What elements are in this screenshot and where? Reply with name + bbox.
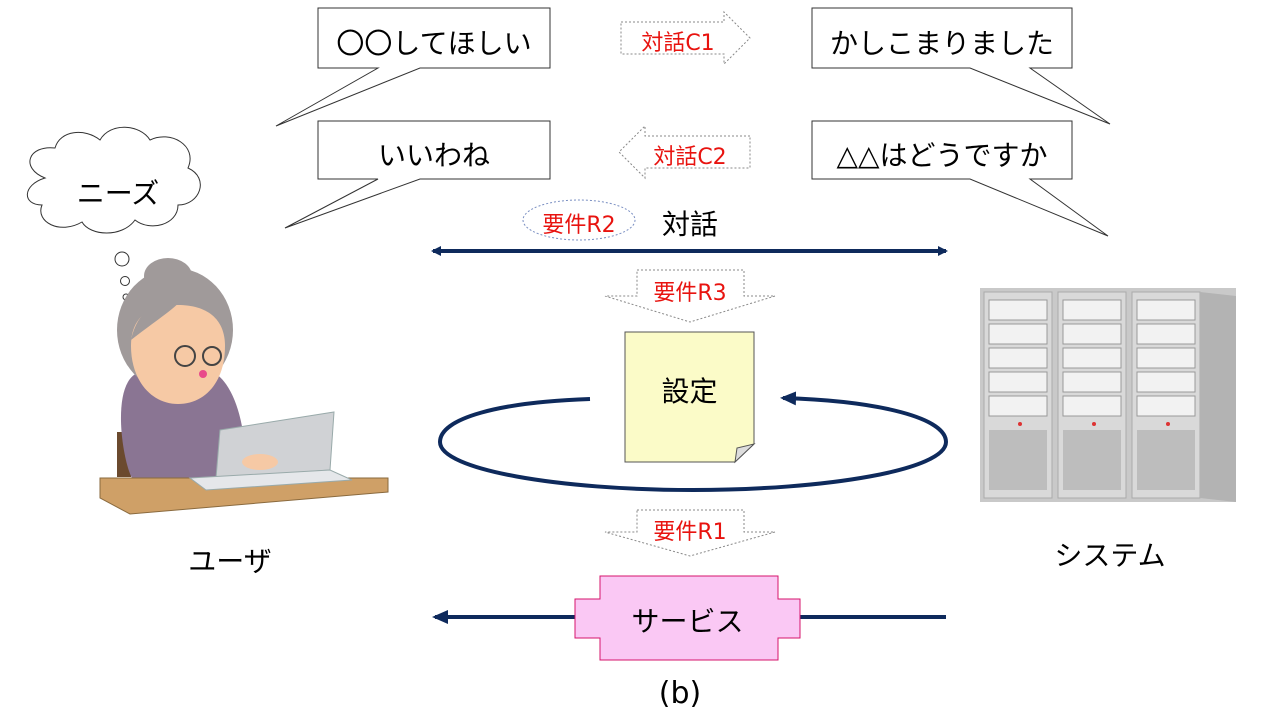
thought-cloud	[26, 126, 201, 234]
req-r2-label: 要件R2	[542, 213, 616, 238]
thought-dot-large	[114, 251, 130, 267]
service-label: サービス	[631, 605, 744, 638]
dialog-c1-label: 対話C1	[641, 31, 715, 56]
cycle-loop-arrow	[437, 391, 949, 493]
figure-caption: (b)	[658, 676, 702, 711]
arrow-req-r1	[604, 509, 776, 557]
arrow-req-r3	[604, 269, 776, 323]
user-illustration	[99, 258, 389, 515]
bubble-system-ack	[811, 7, 1111, 125]
dialog-c2-label: 対話C2	[653, 145, 727, 170]
bubble-system-propose	[811, 120, 1109, 237]
dialog-label: 対話	[661, 208, 718, 241]
user-label: ユーザ	[188, 545, 272, 578]
req-r2-ellipse	[522, 199, 636, 241]
server-rack-illustration	[980, 288, 1236, 502]
thought-dot-medium	[120, 276, 130, 286]
arrow-dialog-c1	[620, 10, 751, 66]
bubble-user-request	[275, 7, 551, 127]
bubble-system-propose-text: △△はどうですか	[836, 139, 1048, 172]
req-r3-label: 要件R3	[653, 281, 727, 306]
bubble-user-request-text: 〇〇してほしい	[336, 27, 532, 60]
service-box	[574, 575, 801, 661]
needs-label: ニーズ	[76, 177, 160, 210]
bubble-user-approve	[284, 120, 551, 229]
system-label: システム	[1054, 539, 1166, 572]
arrow-dialog-c2	[618, 124, 751, 180]
bubble-system-ack-text: かしこまりました	[829, 27, 1054, 60]
settings-label: 設定	[661, 375, 718, 408]
document-dog-ear	[734, 443, 756, 464]
bubble-user-approve-text: いいわね	[377, 139, 490, 172]
req-r1-label: 要件R1	[653, 520, 727, 545]
